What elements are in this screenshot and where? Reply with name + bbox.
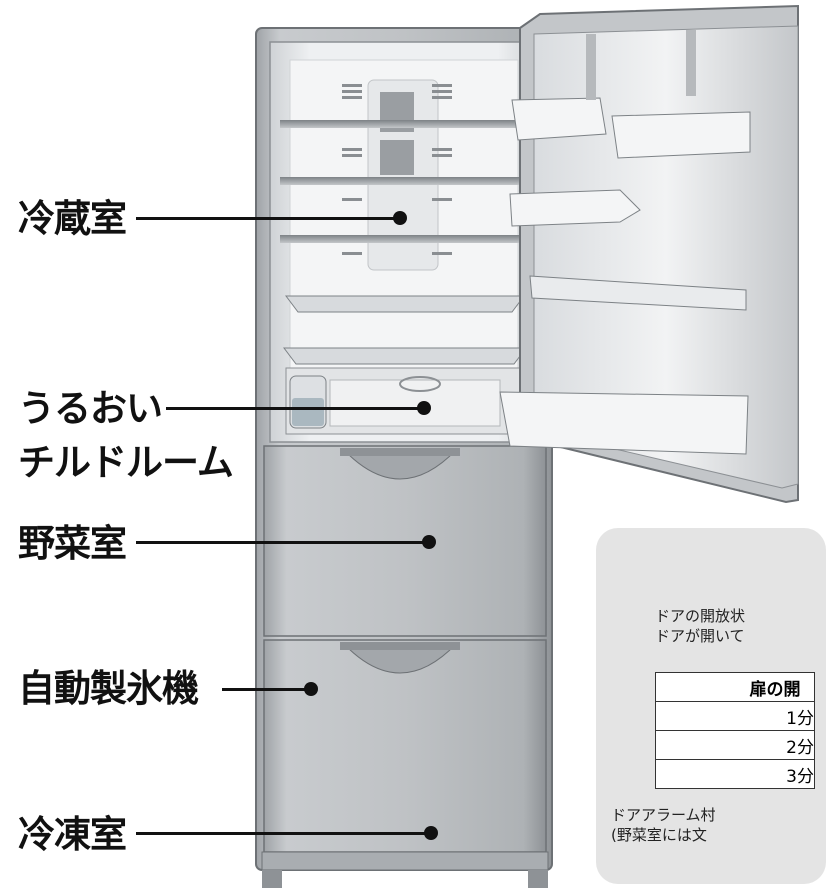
info-footer-line1: ドアアラーム村 <box>611 806 716 824</box>
chilled-room-drawer <box>285 367 521 435</box>
marker-freezer <box>424 826 438 840</box>
leader-line-freezer <box>136 832 428 835</box>
freezer-drawer <box>263 639 547 853</box>
info-text-line2: ドアが開いて <box>655 627 745 645</box>
marker-vegetable <box>422 535 436 549</box>
fridge-base <box>261 851 549 888</box>
marker-refrigerator <box>393 211 407 225</box>
info-text-line1: ドアの開放状 <box>655 607 746 625</box>
leader-line-chilled-room <box>166 407 422 410</box>
label-icemaker: 自動製氷機 <box>18 667 199 710</box>
door-alarm-table: 扉の開 1分 2分 3分 <box>655 672 815 789</box>
label-chilled-room-line1: うるおい <box>18 387 163 430</box>
open-door <box>499 4 799 504</box>
info-footer-line2: (野菜室には文 <box>611 826 707 844</box>
marker-chilled-room <box>417 401 431 415</box>
table-row: 3分 <box>655 759 815 789</box>
label-vegetable: 野菜室 <box>18 522 127 565</box>
marker-icemaker <box>304 682 318 696</box>
table-row: 1分 <box>655 701 815 731</box>
table-header-row: 扉の開 <box>655 672 815 702</box>
leader-line-vegetable <box>136 541 426 544</box>
table-cell: 1分 <box>655 701 815 731</box>
label-chilled-room-line2: チルドルーム <box>18 441 234 484</box>
leader-line-refrigerator <box>136 217 398 220</box>
vents <box>342 84 452 255</box>
label-freezer: 冷凍室 <box>18 813 127 856</box>
table-header-cell: 扉の開 <box>655 672 815 702</box>
table-cell: 3分 <box>655 759 815 789</box>
leader-line-icemaker <box>222 688 310 691</box>
table-row: 2分 <box>655 730 815 760</box>
label-refrigerator: 冷蔵室 <box>18 197 127 240</box>
table-cell: 2分 <box>655 730 815 760</box>
shelves <box>280 120 530 365</box>
